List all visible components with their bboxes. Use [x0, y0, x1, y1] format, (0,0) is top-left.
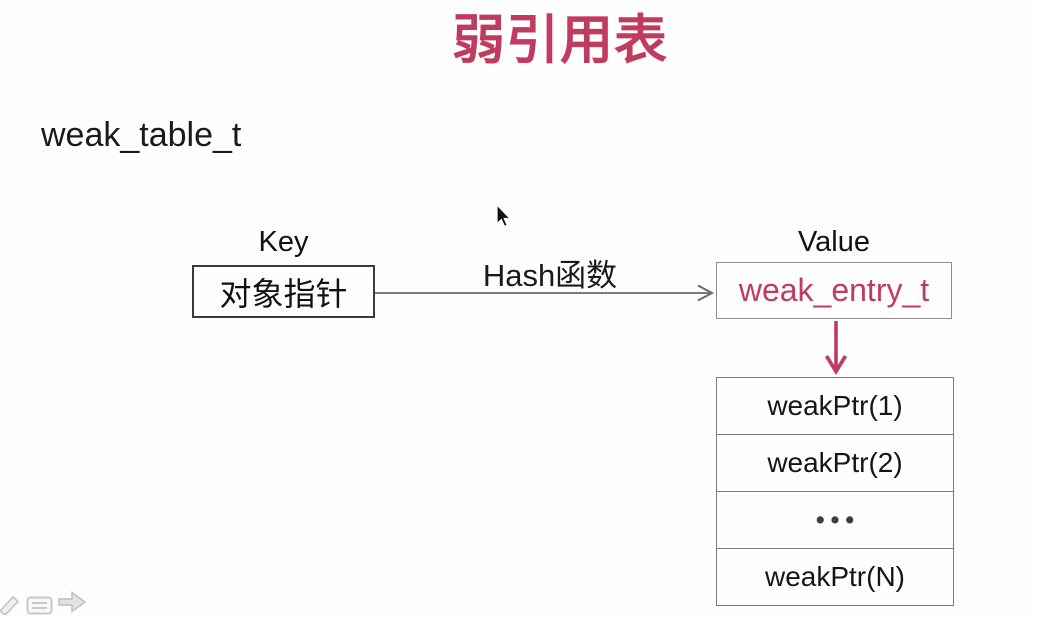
entry-down-arrow	[824, 321, 848, 375]
table-row: weakPtr(2)	[717, 434, 953, 491]
table-row-ellipsis: •••	[717, 491, 953, 548]
slides-menu-icon	[26, 596, 53, 615]
table-row: weakPtr(N)	[717, 548, 953, 605]
pen-tool-button[interactable]	[0, 591, 22, 620]
mouse-cursor	[496, 204, 512, 228]
key-box: 对象指针	[192, 265, 375, 318]
slides-menu-button[interactable]	[26, 595, 53, 620]
slideshow-toolbar	[0, 589, 91, 620]
struct-name-label: weak_table_t	[41, 116, 242, 154]
next-slide-button[interactable]	[57, 589, 87, 620]
next-slide-arrow-icon	[58, 591, 87, 613]
value-label: Value	[797, 226, 871, 258]
slide-title: 弱引用表	[452, 11, 668, 70]
pen-icon	[0, 595, 20, 617]
weakptr-table: weakPtr(1) weakPtr(2) ••• weakPtr(N)	[716, 377, 954, 606]
value-box: weak_entry_t	[716, 262, 952, 319]
key-label: Key	[258, 226, 309, 258]
table-row: weakPtr(1)	[767, 390, 903, 421]
hash-function-label: Hash函数	[482, 258, 618, 293]
